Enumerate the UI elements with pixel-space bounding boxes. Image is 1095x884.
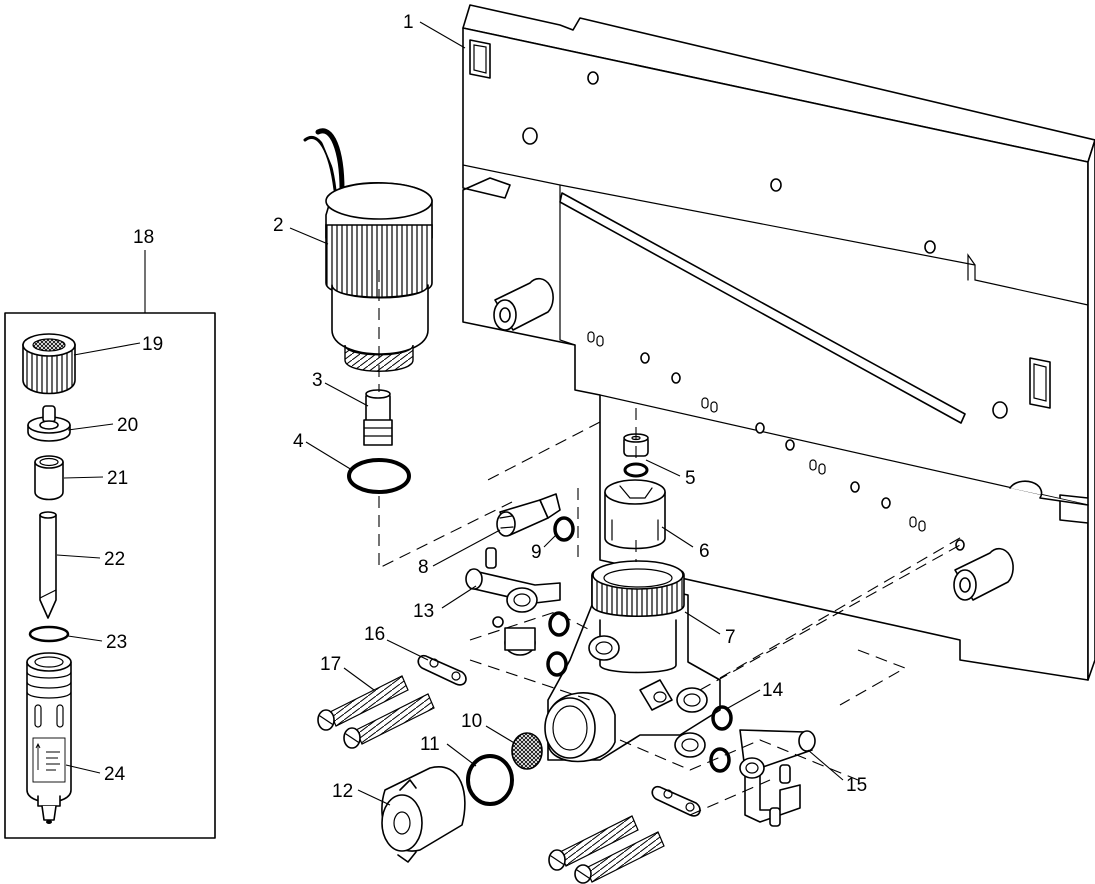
callout-labels: 1 2 3 4 5 6 7 8 9 10 11 12 13 14 15 16 1… <box>104 12 867 802</box>
callout-16: 16 <box>364 624 385 645</box>
callout-17: 17 <box>320 654 341 675</box>
sleeve-21 <box>34 455 64 501</box>
solenoid-coil <box>303 128 433 372</box>
callout-19: 19 <box>142 334 163 355</box>
callout-12: 12 <box>332 781 353 802</box>
nozzle-seat-20 <box>27 405 71 442</box>
callout-14: 14 <box>762 680 784 701</box>
callout-22: 22 <box>104 549 125 570</box>
callout-7: 7 <box>725 627 736 648</box>
valve-cage-6 <box>604 479 666 550</box>
callout-8: 8 <box>418 557 429 578</box>
callout-21: 21 <box>107 468 128 489</box>
leader-lines <box>56 21 844 806</box>
o-ring-14a <box>711 705 733 731</box>
callout-11: 11 <box>420 734 440 755</box>
tee-fitting-15 <box>739 729 816 827</box>
callout-24: 24 <box>104 764 126 785</box>
callout-1: 1 <box>403 12 414 33</box>
mounting-plate <box>462 4 1095 681</box>
callout-10: 10 <box>461 711 482 732</box>
callout-6: 6 <box>699 541 710 562</box>
o-ring-14b <box>709 747 731 773</box>
valve-body-7 <box>544 560 721 763</box>
check-valve-8 <box>496 493 561 537</box>
knurled-cap-19 <box>22 333 76 395</box>
inlet-cap-12 <box>381 766 466 863</box>
o-ring-9 <box>553 516 575 542</box>
callout-13: 13 <box>413 601 434 622</box>
callout-23: 23 <box>106 632 127 653</box>
callout-18: 18 <box>133 227 154 248</box>
assembly-lines <box>378 270 966 816</box>
callout-20: 20 <box>117 415 138 436</box>
o-ring-4 <box>347 458 411 494</box>
callout-3: 3 <box>312 370 323 391</box>
callout-2: 2 <box>273 215 284 236</box>
callout-4: 4 <box>293 431 304 452</box>
armature <box>363 389 393 446</box>
mesh-filter-10 <box>511 732 543 770</box>
o-ring-11 <box>466 754 514 806</box>
o-ring-23 <box>28 625 70 643</box>
cartridge-kit-box <box>4 250 216 839</box>
tee-fitting-13 <box>465 547 561 656</box>
o-ring-13b <box>546 651 568 677</box>
o-ring-13a <box>548 611 570 637</box>
screws-17 <box>317 675 665 884</box>
callout-15: 15 <box>846 775 867 796</box>
cartridge-housing-24 <box>26 652 72 824</box>
filter-rod-22 <box>39 511 57 619</box>
callout-5: 5 <box>685 468 696 489</box>
callout-9: 9 <box>531 542 542 563</box>
